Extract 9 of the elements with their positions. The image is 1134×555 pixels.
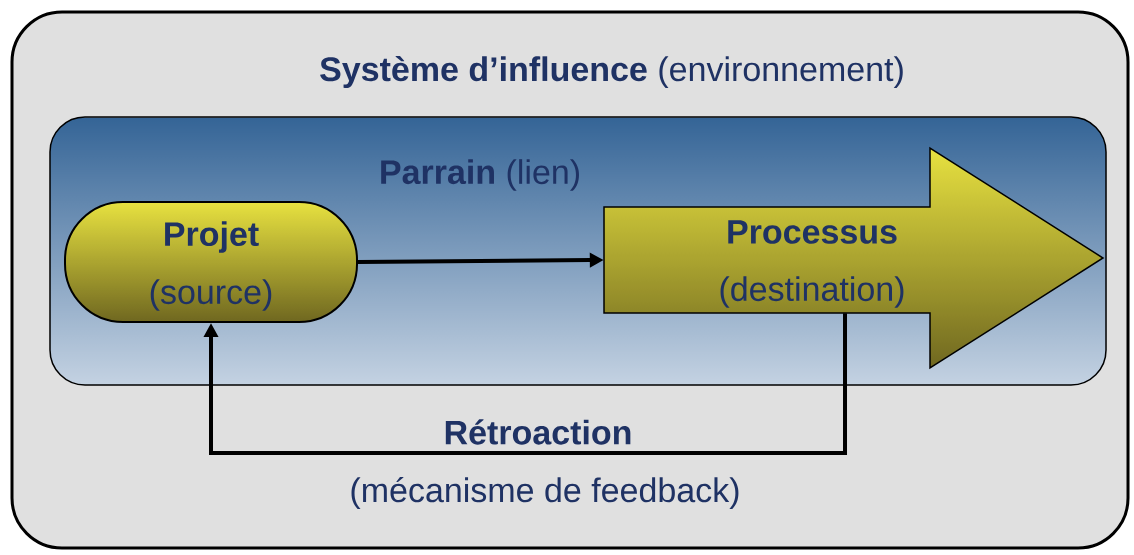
heading: Système d’influence (environnement) [320,56,903,88]
note: (mécanisme de feedback) [351,476,739,510]
heading: Processus [728,220,897,244]
heading: Projet [165,221,259,253]
heading: Parrain (lien) [381,159,579,191]
subtitle: (destination) [720,276,904,308]
edge-label: Rétroaction [441,417,635,447]
arrow [203,313,847,455]
subtitle: (source) [150,279,272,311]
